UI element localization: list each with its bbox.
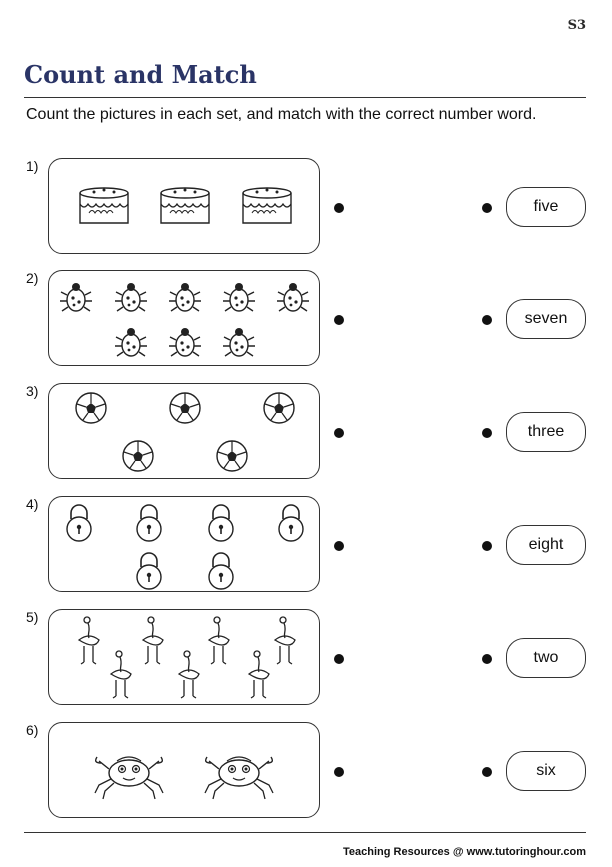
row-number: 4) [26, 496, 39, 512]
match-row-6: 6) six [0, 722, 612, 822]
number-word-box[interactable]: three [506, 412, 586, 452]
row-number: 6) [26, 722, 39, 738]
ostrich-icon [177, 650, 200, 699]
match-dot-left[interactable] [334, 428, 344, 438]
ladybug-icon [169, 283, 201, 312]
ladybug-icon [115, 328, 147, 357]
soccer-ball-icon [169, 392, 201, 424]
row-number: 2) [26, 270, 39, 286]
picture-set-drawing [79, 187, 292, 224]
crab-icon [204, 756, 274, 800]
ladybug-icon [277, 283, 309, 312]
ladybug-icon [169, 328, 201, 357]
match-dot-left[interactable] [334, 654, 344, 664]
title-rule [24, 97, 586, 98]
page-code: S3 [567, 18, 586, 33]
match-row-5: 5) [0, 609, 612, 709]
match-dot-right[interactable] [482, 541, 492, 551]
ostrich-icon [247, 650, 270, 699]
footer-rule [24, 832, 586, 833]
picture-set [48, 609, 320, 705]
match-row-4: 4) [0, 496, 612, 596]
ostrich-icon [273, 616, 296, 665]
soccer-ball-icon [216, 440, 248, 472]
picture-set [48, 722, 320, 818]
match-row-1: 1) [0, 158, 612, 258]
picture-set-drawing [60, 283, 309, 357]
picture-set-drawing [75, 392, 295, 472]
padlock-icon [278, 504, 304, 542]
cake-icon [160, 187, 210, 224]
match-row-3: 3) three [0, 383, 612, 483]
padlock-icon [136, 552, 162, 590]
picture-set [48, 496, 320, 592]
footer-credit: Teaching Resources @ www.tutoringhour.co… [343, 846, 586, 858]
picture-set [48, 383, 320, 479]
number-word-box[interactable]: seven [506, 299, 586, 339]
ladybug-icon [223, 328, 255, 357]
match-dot-left[interactable] [334, 203, 344, 213]
ostrich-icon [207, 616, 230, 665]
instructions: Count the pictures in each set, and matc… [26, 106, 537, 123]
soccer-ball-icon [75, 392, 107, 424]
ostrich-icon [141, 616, 164, 665]
number-word-box[interactable]: five [506, 187, 586, 227]
row-number: 5) [26, 609, 39, 625]
ostrich-icon [77, 616, 100, 665]
number-word-box[interactable]: six [506, 751, 586, 791]
match-row-2: 2) [0, 270, 612, 370]
page-title: Count and Match [24, 60, 257, 89]
match-dot-left[interactable] [334, 315, 344, 325]
cake-icon [242, 187, 292, 224]
number-word-box[interactable]: eight [506, 525, 586, 565]
picture-set-drawing [94, 756, 274, 800]
row-number: 1) [26, 158, 39, 174]
picture-set [48, 270, 320, 366]
ladybug-icon [223, 283, 255, 312]
match-dot-right[interactable] [482, 654, 492, 664]
padlock-icon [208, 552, 234, 590]
match-dot-right[interactable] [482, 767, 492, 777]
picture-set [48, 158, 320, 254]
picture-set-drawing [66, 504, 304, 590]
cake-icon [79, 187, 129, 224]
match-dot-left[interactable] [334, 767, 344, 777]
padlock-icon [136, 504, 162, 542]
padlock-icon [208, 504, 234, 542]
crab-icon [94, 756, 164, 800]
picture-set-drawing [77, 616, 296, 699]
ladybug-icon [60, 283, 92, 312]
ladybug-icon [115, 283, 147, 312]
row-number: 3) [26, 383, 39, 399]
match-dot-left[interactable] [334, 541, 344, 551]
padlock-icon [66, 504, 92, 542]
match-dot-right[interactable] [482, 428, 492, 438]
number-word-box[interactable]: two [506, 638, 586, 678]
soccer-ball-icon [263, 392, 295, 424]
ostrich-icon [109, 650, 132, 699]
soccer-ball-icon [122, 440, 154, 472]
match-dot-right[interactable] [482, 203, 492, 213]
match-dot-right[interactable] [482, 315, 492, 325]
